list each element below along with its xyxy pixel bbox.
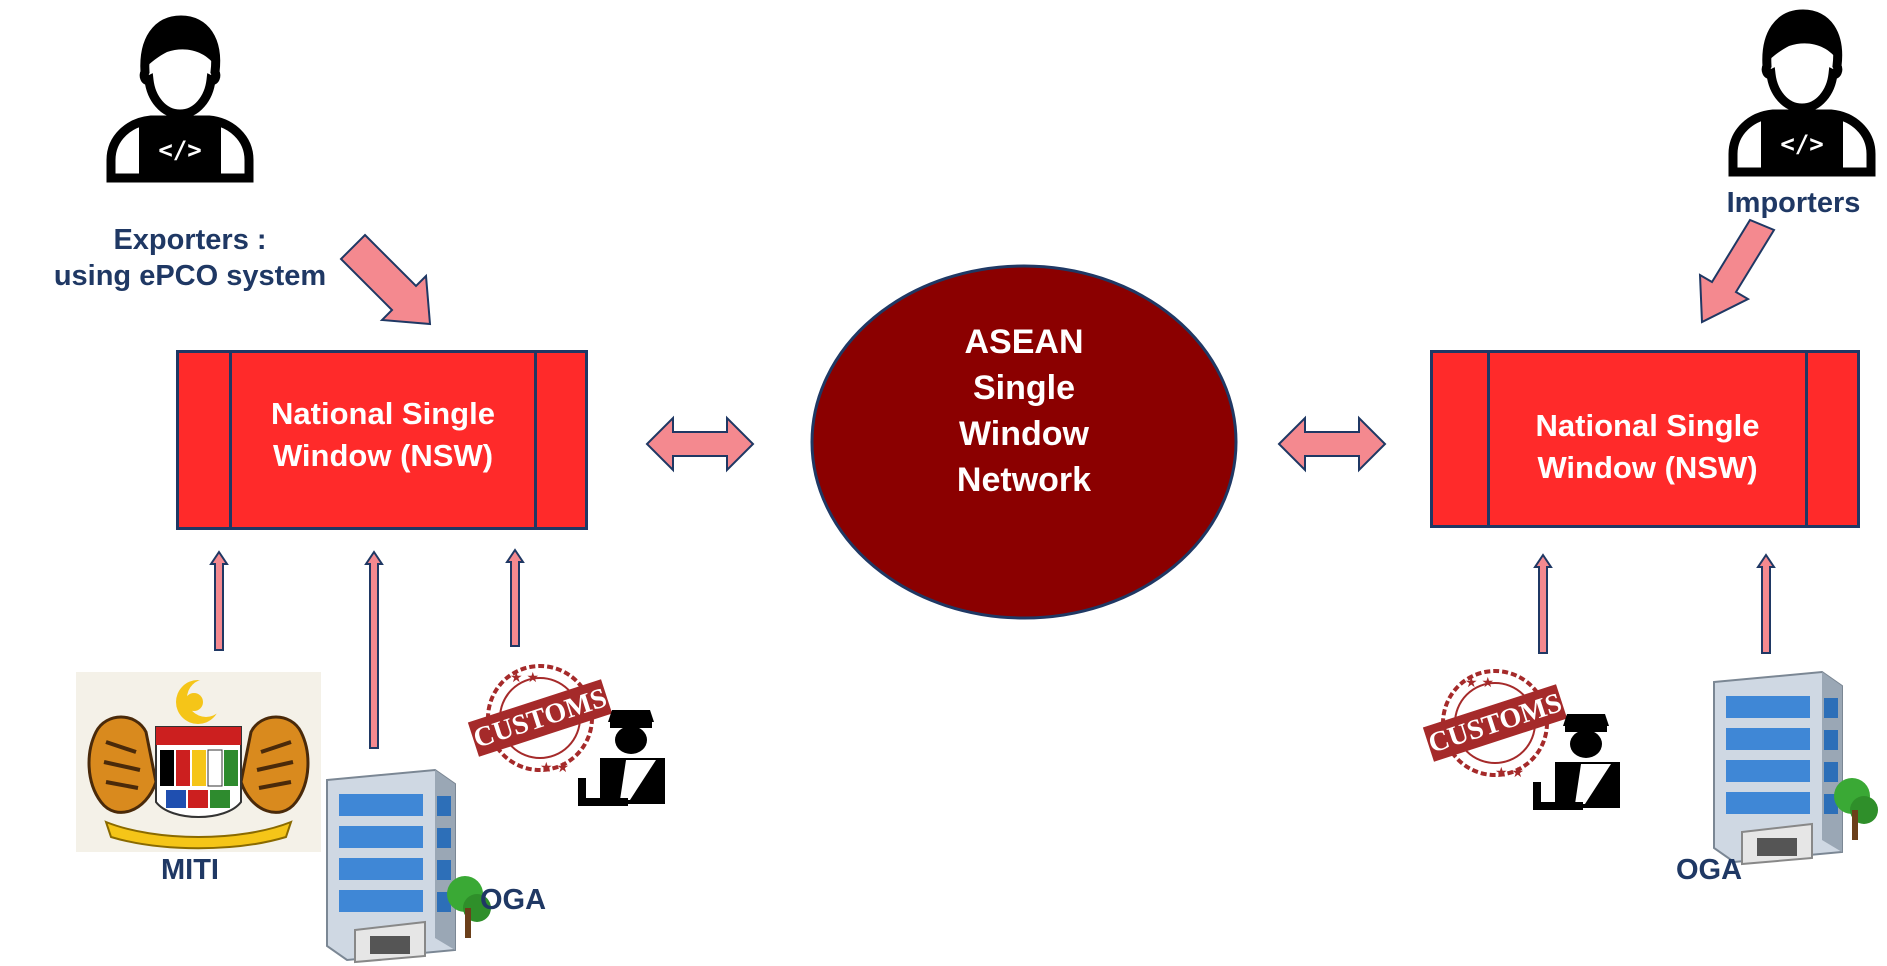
asw-nsw-right-double-arrow <box>1277 415 1387 473</box>
oga-right-label: OGA <box>1676 854 1743 886</box>
nsw-left-asw-double-arrow <box>645 415 755 473</box>
customs-stamp-left-icon: CUSTOMS ★ ★ ★ ★ <box>467 664 613 775</box>
oga-left-building-icon <box>326 768 491 964</box>
svg-text:</>: </> <box>1780 130 1823 158</box>
miti-up-arrow <box>209 550 229 651</box>
nsw-right-label: National Single Window (NSW) <box>1490 405 1805 489</box>
customs-left-up-arrow <box>505 548 525 647</box>
customs-stamp-right-icon: CUSTOMS ★ ★ ★ ★ <box>1422 669 1568 780</box>
exporter-to-nsw-arrow <box>339 233 432 326</box>
exporter-developer-icon: </> <box>106 15 254 183</box>
nsw-right-divider-1 <box>1487 353 1490 525</box>
miti-label: MITI <box>161 854 219 886</box>
officer-left-icon <box>578 710 665 806</box>
oga-left-up-arrow <box>364 550 384 749</box>
nsw-right-box: National Single Window (NSW) <box>1430 350 1860 528</box>
exporter-label-line2: using ePCO system <box>53 260 327 293</box>
importer-label: Importers <box>1726 187 1861 219</box>
nsw-left-line2: Window (NSW) <box>272 437 494 473</box>
asw-line3: Window <box>959 414 1089 453</box>
importer-developer-icon: </> <box>1728 9 1876 177</box>
oga-right-up-arrow <box>1756 553 1776 654</box>
nsw-left-divider-2 <box>534 353 537 527</box>
svg-text:★ ★: ★ ★ <box>1495 764 1524 780</box>
asw-line2: Single <box>972 368 1076 407</box>
coat-of-arms-icon <box>76 672 321 852</box>
nsw-left-label: National Single Window (NSW) <box>232 393 534 477</box>
nsw-left-line1: National Single <box>271 396 495 431</box>
officer-right-icon <box>1533 714 1620 810</box>
svg-text:</>: </> <box>158 136 201 164</box>
asw-line4: Network <box>956 460 1092 499</box>
svg-text:★ ★: ★ ★ <box>540 759 569 775</box>
nsw-left-box: National Single Window (NSW) <box>176 350 588 530</box>
oga-right-building-icon <box>1713 670 1878 866</box>
asw-network-label: ASEAN Single Window Network <box>858 320 1190 504</box>
svg-text:★ ★: ★ ★ <box>1465 674 1494 690</box>
nsw-right-line1: National Single <box>1535 408 1760 443</box>
asw-line1: ASEAN <box>964 323 1084 361</box>
oga-left-label: OGA <box>480 884 547 916</box>
asw-network-ellipse <box>810 264 1238 620</box>
customs-right-up-arrow <box>1533 553 1553 654</box>
nsw-right-divider-2 <box>1805 353 1808 525</box>
exporter-label: Exporters : using ePCO system <box>0 222 380 295</box>
nsw-right-line2: Window (NSW) <box>1537 449 1758 485</box>
exporter-label-line1: Exporters : <box>113 224 267 256</box>
importer-to-nsw-arrow <box>1698 218 1776 324</box>
nsw-left-divider-1 <box>229 353 232 527</box>
svg-text:★ ★: ★ ★ <box>510 669 539 685</box>
